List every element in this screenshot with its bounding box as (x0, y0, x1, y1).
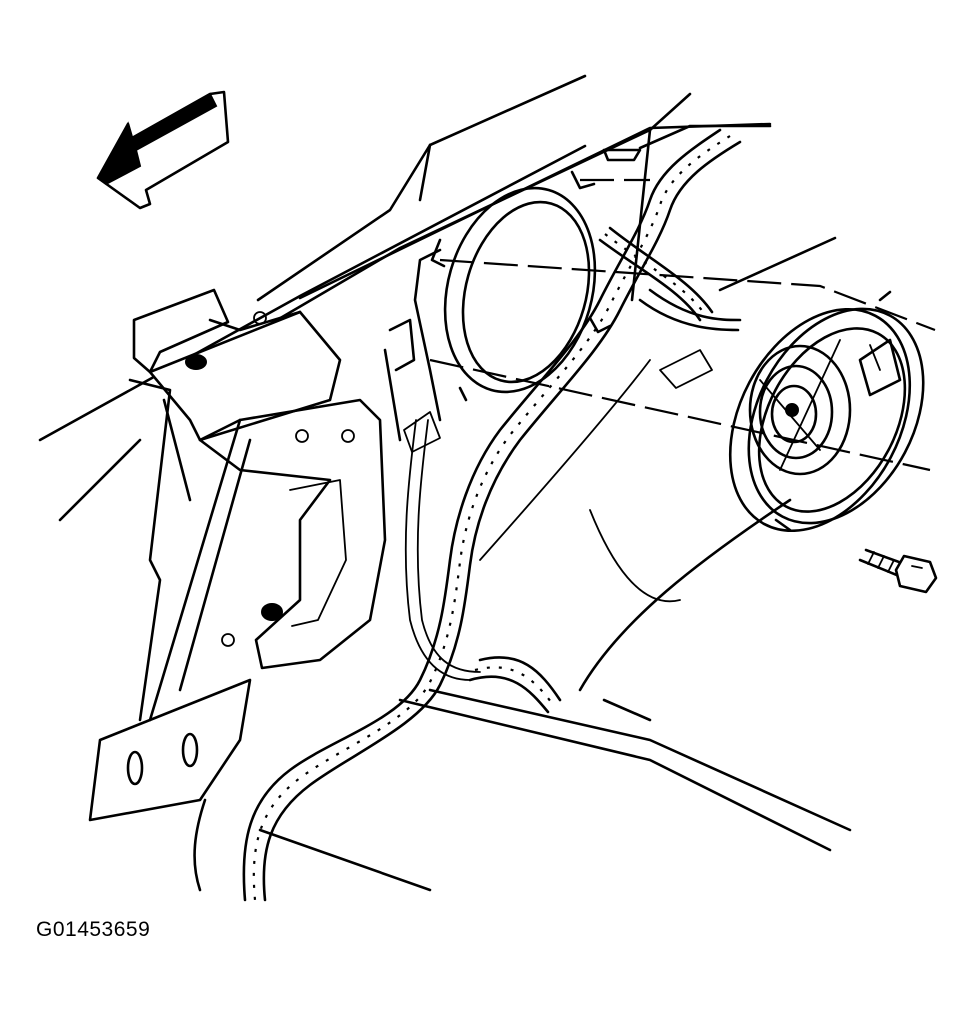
rear-speaker (728, 290, 925, 533)
alignment-lines (429, 178, 936, 472)
figure-id-label: G01453659 (36, 918, 151, 941)
speaker-opening (430, 148, 642, 402)
mounting-bracket (88, 248, 442, 822)
rear-quarter-panel (38, 74, 852, 892)
speaker-bolt (858, 548, 938, 594)
wiring-harness (242, 128, 742, 902)
forward-direction-arrow (96, 90, 230, 210)
